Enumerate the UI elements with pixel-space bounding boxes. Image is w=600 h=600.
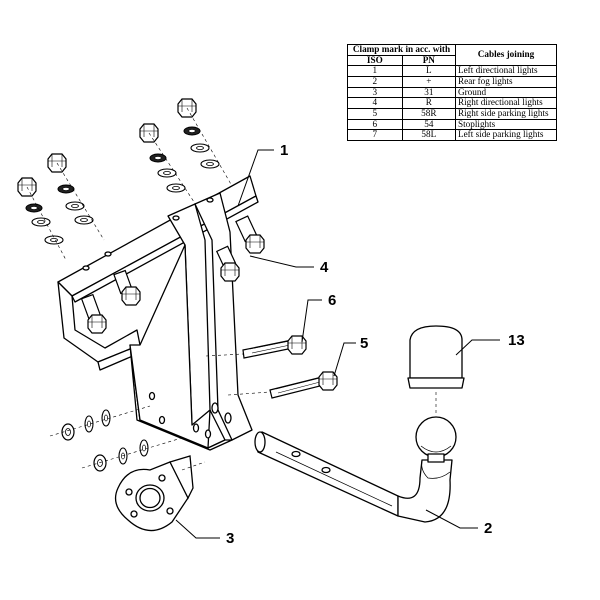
leader-1 — [237, 149, 274, 207]
cell-desc: Left directional lights — [454, 65, 558, 77]
cell-iso: 4 — [347, 97, 403, 109]
header-iso: ISO — [347, 54, 403, 67]
table-row: 1 L Left directional lights — [347, 65, 558, 77]
stack-col-2 — [47, 153, 105, 241]
bolt-d — [215, 245, 240, 282]
table-row: 2 + Rear fog lights — [347, 75, 558, 88]
callout-13: 13 — [508, 332, 525, 349]
bolt-b — [113, 269, 141, 306]
callout-2: 2 — [484, 520, 492, 537]
stack-col-1 — [17, 177, 67, 261]
cell-desc: Right side parking lights — [454, 107, 558, 120]
cell-pn: L — [401, 65, 456, 77]
leader-13 — [455, 339, 500, 356]
left-fastener-stacks — [17, 98, 233, 261]
cell-desc: Left side parking lights — [454, 129, 558, 141]
cell-iso: 7 — [347, 129, 403, 141]
table-row: 5 58R Right side parking lights — [347, 107, 558, 120]
leader-5 — [333, 342, 356, 377]
callout-4: 4 — [320, 259, 329, 276]
cell-desc: Stoplights — [454, 118, 558, 131]
stack-col-4 — [177, 98, 233, 187]
callout-1: 1 — [280, 142, 288, 159]
header-pn: PN — [401, 54, 456, 67]
cell-desc: Rear fog lights — [454, 75, 558, 88]
bolt-c — [235, 215, 265, 254]
table-row: 6 54 Stoplights — [347, 118, 558, 131]
cell-iso: 1 — [347, 65, 403, 77]
long-bolt-5 — [269, 371, 338, 399]
table-row: 7 58L Left side parking lights — [347, 129, 558, 141]
long-bolt-6 — [242, 335, 307, 359]
cable-table: Clamp mark in acc. with Cables joining I… — [347, 43, 558, 141]
leader-3 — [175, 519, 220, 539]
cell-iso: 6 — [347, 118, 403, 131]
callout-5: 5 — [360, 335, 368, 352]
callouts — [175, 149, 500, 539]
stack-col-3 — [139, 123, 197, 206]
bolt-a — [80, 293, 107, 334]
callout-3: 3 — [226, 530, 234, 547]
socket-plate — [114, 455, 206, 532]
cell-iso: 2 — [347, 75, 403, 88]
callout-6: 6 — [328, 292, 336, 309]
cell-iso: 5 — [347, 107, 403, 120]
tow-bar — [254, 325, 465, 523]
cell-pn: R — [401, 97, 456, 109]
cell-desc: Ground — [454, 86, 558, 99]
cell-pn: 58L — [401, 129, 456, 141]
cell-pn: + — [401, 75, 456, 88]
cell-desc: Right directional lights — [454, 97, 558, 109]
leader-6 — [301, 299, 322, 343]
cell-pn: 54 — [401, 118, 456, 131]
bracket-bolts — [80, 215, 265, 334]
header-clamp-mark: Clamp mark in acc. with — [347, 44, 456, 56]
cable-joining-table: Clamp mark in acc. with Cables joining I… — [347, 43, 558, 141]
cell-iso: 3 — [347, 86, 403, 99]
cell-pn: 58R — [401, 107, 456, 120]
header-cables-joining: Cables joining — [454, 43, 558, 67]
table-row: 4 R Right directional lights — [347, 97, 558, 109]
leader-4 — [249, 255, 314, 268]
table-row: 3 31 Ground — [347, 86, 558, 99]
cell-pn: 31 — [401, 86, 456, 99]
leader-2 — [425, 509, 478, 529]
